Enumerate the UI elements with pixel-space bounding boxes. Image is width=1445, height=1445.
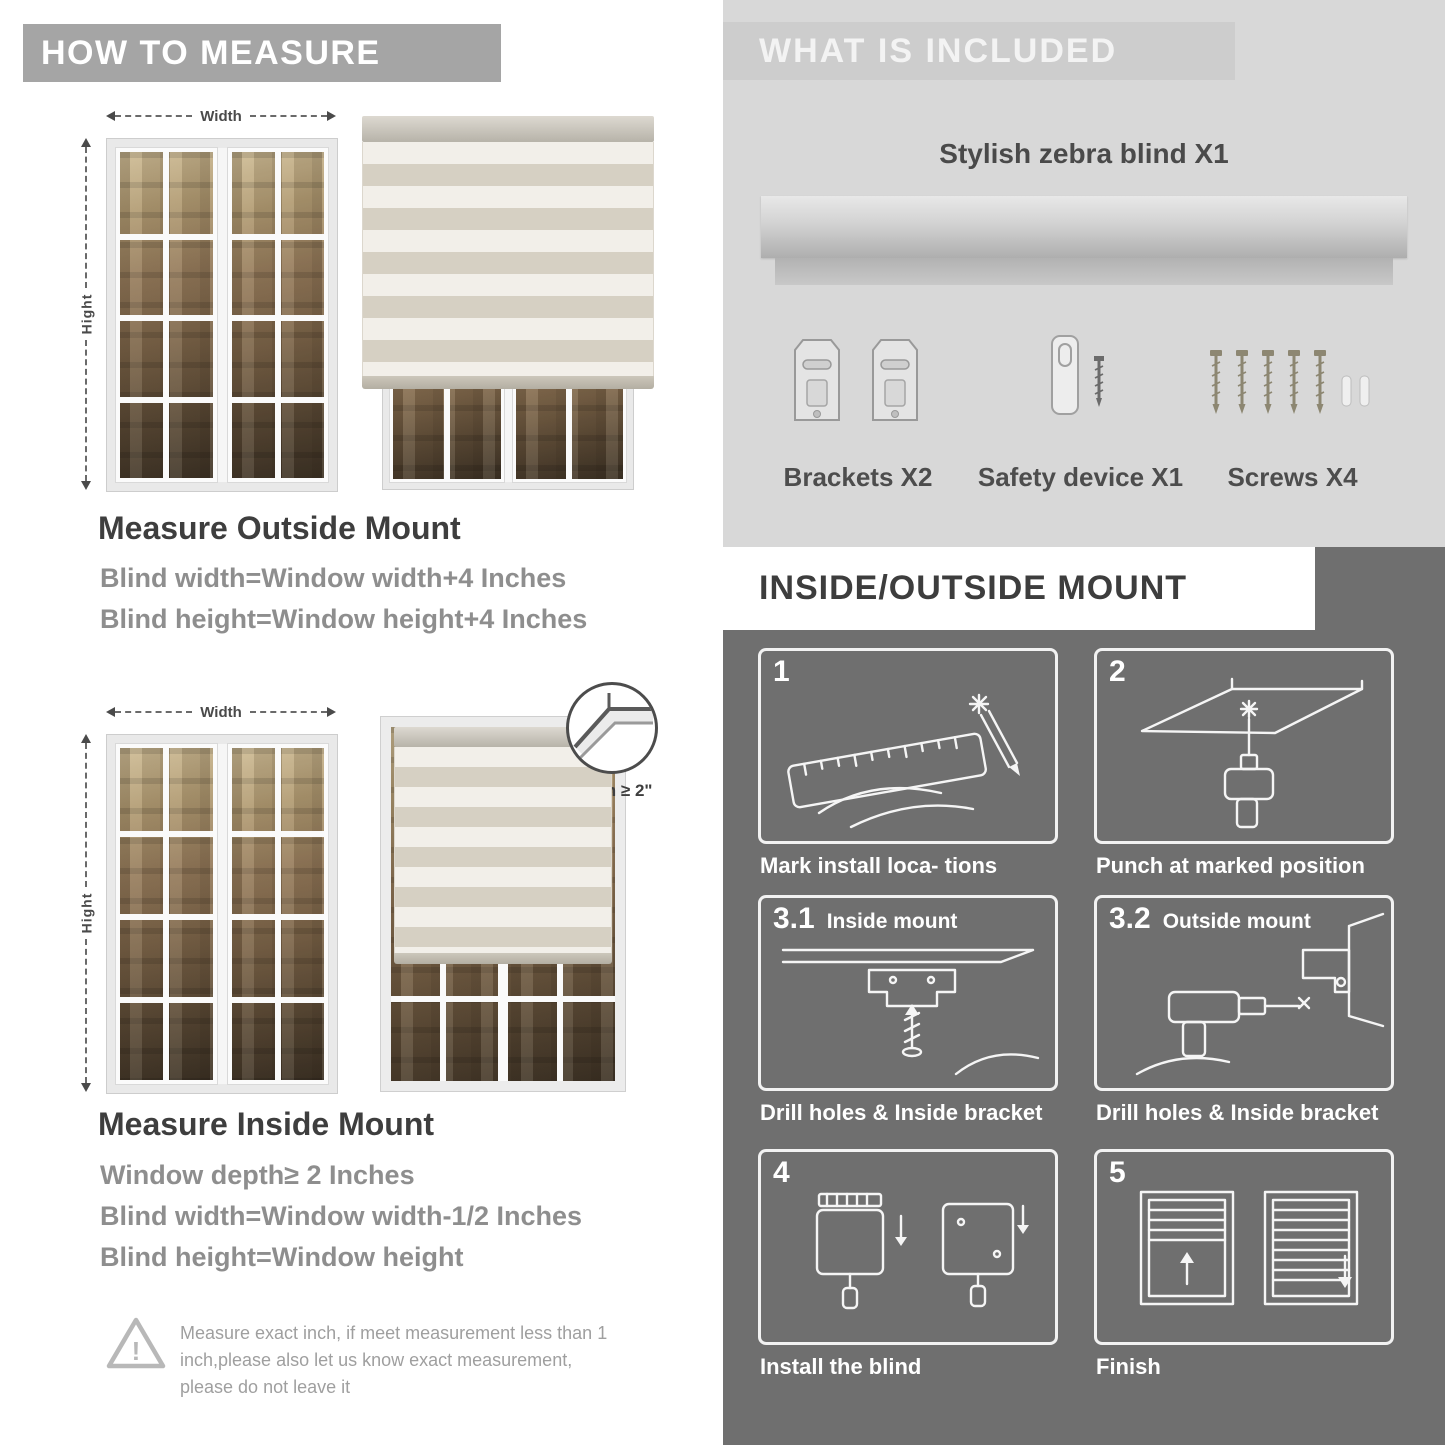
bracket-icon	[872, 339, 918, 421]
step-panel-3-2: 3.2 Outside mount	[1094, 895, 1394, 1091]
bracket-icon	[794, 339, 840, 421]
height-arrow: Hight	[78, 734, 94, 1092]
safety-device-label: Safety device X1	[977, 462, 1184, 492]
measure-note: Measure exact inch, if meet measurement …	[180, 1323, 608, 1397]
inside-bracket-illustration	[781, 948, 1040, 1076]
brackets-label: Brackets X2	[783, 462, 933, 492]
step-number: 2	[1109, 655, 1126, 688]
inside-formula-width: Blind width=Window width-1/2 Inches	[100, 1201, 583, 1231]
depth-detail-circle	[566, 682, 658, 774]
zebra-blind	[394, 727, 612, 964]
anchor-icon	[1359, 375, 1370, 407]
width-label: Width	[200, 107, 242, 125]
anchor-icon	[1341, 375, 1352, 407]
safety-device-icon	[1051, 335, 1104, 415]
step-number: 3.1	[773, 902, 815, 935]
step-panel-2: 2	[1094, 648, 1394, 844]
step-number: 5	[1109, 1156, 1126, 1189]
width-arrow: Width	[106, 703, 337, 721]
warning-triangle-icon: !	[106, 1317, 166, 1369]
what-is-included-section: WHAT IS INCLUDED Stylish zebra blind X1	[723, 0, 1445, 547]
what-is-included-header: WHAT IS INCLUDED	[723, 22, 1235, 80]
step-panel-5: 5	[1094, 1149, 1394, 1345]
step-caption-5: Finish	[1096, 1354, 1161, 1379]
step-panel-4: 4	[758, 1149, 1058, 1345]
step-number: 4	[773, 1156, 790, 1189]
window-sash	[115, 743, 218, 1085]
outside-mount-blind-figure	[362, 116, 654, 490]
window-sash	[226, 743, 329, 1085]
inside-formula-depth: Window depth≥ 2 Inches	[100, 1160, 415, 1190]
mark-location-illustration	[787, 693, 1020, 829]
inside-formula-height: Blind height=Window height	[100, 1242, 464, 1272]
step-caption-3-1: Drill holes & Inside bracket	[760, 1100, 1043, 1125]
screws-illustration	[1202, 342, 1382, 435]
outside-formula-height: Blind height=Window height+4 Inches	[100, 604, 588, 634]
screws-label: Screws X4	[1227, 462, 1358, 492]
zebra-blind-headrail	[761, 196, 1407, 285]
step-inner-label: Outside mount	[1162, 910, 1311, 933]
mount-guide-header: INSIDE/OUTSIDE MOUNT	[723, 547, 1315, 630]
blind-stripes	[394, 747, 612, 953]
inside-mount-window-figure: Width Hight	[76, 700, 338, 1094]
window-sash	[226, 147, 329, 483]
height-arrow: Hight	[78, 138, 94, 490]
mount-guide-section: INSIDE/OUTSIDE MOUNT 1 2	[723, 547, 1445, 1445]
window-corner-icon	[573, 693, 653, 761]
product-title: Stylish zebra blind X1	[939, 138, 1229, 169]
step-number: 3.2	[1109, 902, 1151, 935]
screws-icon	[1210, 350, 1370, 414]
window-sash	[115, 147, 218, 483]
zebra-blind	[362, 116, 654, 389]
brackets-illustration	[785, 336, 927, 428]
inside-mount-blind-figure	[380, 716, 626, 1092]
window-photo	[106, 734, 338, 1094]
drill-ceiling-illustration	[1140, 677, 1364, 829]
step-inner-label: Inside mount	[826, 910, 958, 933]
blind-cassette	[394, 727, 612, 747]
window-photo	[106, 138, 338, 492]
how-to-measure-header: HOW TO MEASURE	[23, 24, 501, 82]
height-label: Hight	[78, 892, 95, 934]
width-arrow: Width	[106, 107, 337, 125]
width-label: Width	[200, 703, 242, 721]
safety-device-illustration	[1038, 332, 1122, 437]
outside-bracket-illustration	[1135, 912, 1385, 1076]
blind-bottom-rail	[394, 953, 612, 964]
warning-mark: !	[132, 1336, 141, 1366]
step-caption-3-2: Drill holes & Inside bracket	[1096, 1100, 1379, 1125]
blind-stripes	[362, 142, 654, 376]
step-panel-1: 1	[758, 648, 1058, 844]
step-panel-3-1: 3.1 Inside mount	[758, 895, 1058, 1091]
outside-mount-title: Measure Outside Mount	[98, 510, 461, 546]
install-blind-illustration	[815, 1192, 1029, 1310]
inside-mount-title: Measure Inside Mount	[98, 1106, 435, 1142]
finish-illustration	[1139, 1190, 1359, 1306]
how-to-measure-section: HOW TO MEASURE Width Hight	[23, 24, 658, 1397]
step-caption-4: Install the blind	[760, 1354, 922, 1379]
step-caption-2: Punch at marked position	[1096, 853, 1365, 878]
step-caption-1: Mark install loca- tions	[760, 853, 998, 878]
blind-cassette	[362, 116, 654, 142]
height-label: Hight	[78, 293, 95, 335]
outside-mount-window-figure: Width Hight	[76, 104, 338, 492]
step-number: 1	[773, 655, 790, 688]
outside-formula-width: Blind width=Window width+4 Inches	[100, 563, 567, 593]
blind-bottom-rail	[362, 376, 654, 389]
